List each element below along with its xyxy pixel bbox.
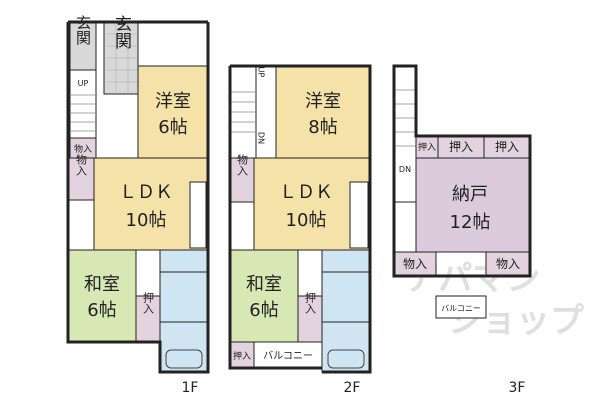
stairs-3f-label: DN <box>399 165 411 174</box>
stair-treads-3f <box>394 89 416 147</box>
bathtub-2f <box>327 349 365 369</box>
nando-room <box>415 157 531 253</box>
youshitsu-1f-size: 6帖 <box>158 117 187 138</box>
stairs-2f-up: UP <box>257 67 266 78</box>
walls-2f <box>228 64 372 374</box>
youshitsu-2f-label: 洋室 <box>305 91 341 112</box>
washitsu-2f-label: 和室 <box>246 274 282 295</box>
ldk-2f-label: ＬＤＫ <box>279 182 333 203</box>
floor-2f: UP DN 洋室 8帖 物入 ＬＤＫ 10帖 和室 6帖 押入 押入 バルコニー <box>228 64 372 396</box>
floor-1f: 玄関 玄関 UP 物入 洋室 6帖 物入 ＬＤＫ 10帖 <box>66 15 210 396</box>
walls-3f <box>392 64 532 278</box>
oshiire-b-3f-label: 押入 <box>449 140 473 154</box>
storage-left-2f-label: 物入 <box>236 153 249 176</box>
washitsu-2f-room <box>229 249 299 343</box>
toilet-2f <box>321 249 371 273</box>
washroom-1f <box>159 271 209 323</box>
youshitsu-2f-room <box>275 65 371 159</box>
storage-left-1f-label: 物入 <box>75 153 88 176</box>
genkan-tile <box>104 22 138 94</box>
oshiire-2f <box>297 295 323 343</box>
genkan-a-label: 玄関 <box>74 15 92 46</box>
youshitsu-2f-size: 8帖 <box>308 117 337 138</box>
washroom-2f <box>321 271 371 323</box>
balcony-2f <box>253 341 323 369</box>
stairs-2f-dn: DN <box>257 132 266 144</box>
stairs-1f-label: UP <box>78 79 89 88</box>
oshiire-a-3f-label: 押入 <box>418 141 436 153</box>
washitsu-2f-size: 6帖 <box>249 300 278 321</box>
floor-1f-label: 1F <box>182 380 199 396</box>
oshiire-1f <box>135 295 161 343</box>
floor-3f-label: 3F <box>509 380 526 396</box>
toilet-1f <box>159 249 209 273</box>
balcony-3f <box>435 295 487 319</box>
ldk-1f-size: 10帖 <box>126 210 167 231</box>
washitsu-1f-size: 6帖 <box>87 300 116 321</box>
nando-size: 12帖 <box>450 212 491 233</box>
balcony-2f-label: バルコニー <box>263 350 313 362</box>
youshitsu-1f-room <box>137 65 209 159</box>
balcony-3f-label: バルコニー <box>441 304 481 313</box>
washitsu-1f-room <box>67 249 137 343</box>
oshiire-1f-label: 押入 <box>142 291 155 314</box>
bath-1f <box>159 321 209 373</box>
stairs-3f <box>393 65 417 203</box>
youshitsu-1f-label: 洋室 <box>155 91 191 112</box>
nando-label: 納戸 <box>452 184 488 205</box>
storage-small-1f-label: 物入 <box>74 143 92 155</box>
kitchen-counter-2f <box>349 181 369 249</box>
washitsu-1f-label: 和室 <box>84 274 120 295</box>
stair-treads-2f <box>230 91 256 133</box>
oshiire-c-3f-label: 押入 <box>495 140 519 154</box>
storage-b-3f-label: 物入 <box>496 257 520 271</box>
floor-3f: DN 納戸 12帖 押入 押入 押入 物入 物入 バルコニー 3F <box>392 64 532 396</box>
oshiire-2f-label: 押入 <box>304 291 317 314</box>
bath-2f <box>321 321 371 373</box>
genkan-b-label: 玄関 <box>111 15 131 49</box>
kitchen-counter-1f <box>189 181 207 249</box>
walls-1f <box>66 20 210 374</box>
storage-a-3f-label: 物入 <box>403 257 427 271</box>
ldk-2f-size: 10帖 <box>286 210 327 231</box>
bathtub-1f <box>165 349 203 369</box>
oshiire-small-2f-label: 押入 <box>233 350 251 362</box>
ldk-1f-label: ＬＤＫ <box>119 182 173 203</box>
ldk-1f-room <box>93 157 209 251</box>
floor-2f-label: 2F <box>344 380 361 396</box>
stair-treads-1f <box>70 94 96 132</box>
